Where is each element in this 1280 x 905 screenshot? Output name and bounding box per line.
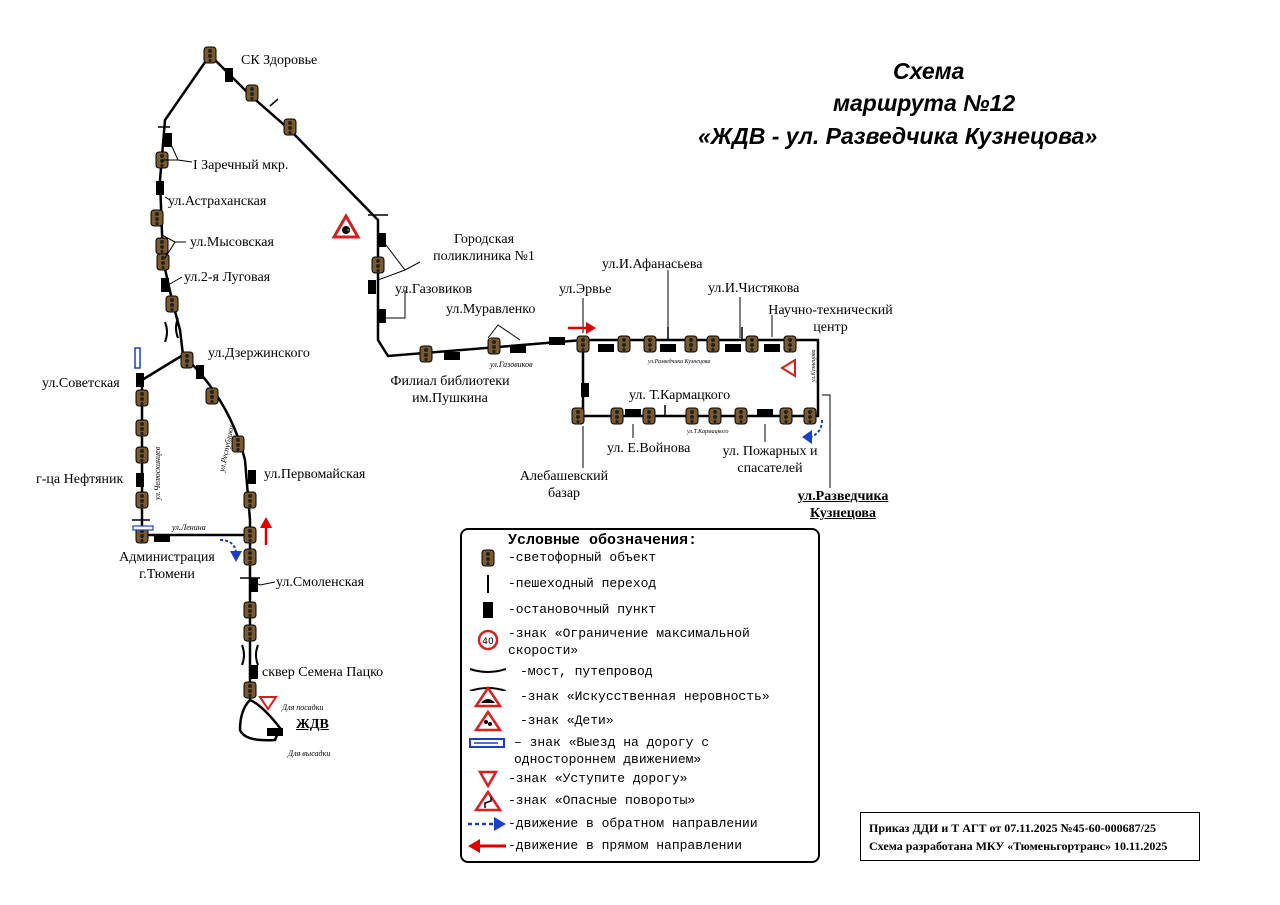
children-sign-icon: [473, 710, 503, 732]
stop-label-kuznetsova: ул.Разведчика Кузнецова: [797, 489, 889, 521]
legend-item: -движение в прямом направлении: [462, 835, 818, 857]
legend-item: -знак «Дети»: [462, 710, 818, 732]
legend-item: -светофорный объект: [462, 547, 818, 569]
stop-label-karmatskogo: ул. Т.Кармацкого: [629, 388, 731, 403]
stop-label-astrakhanskaya: ул.Астраханская: [168, 194, 267, 209]
stop-label-alebashevsky: Алебашевский базар: [519, 469, 609, 501]
yield-sign-icon: [477, 770, 499, 789]
bridge: [164, 317, 259, 666]
label-alighting: Для высадки: [287, 749, 330, 758]
legend-item: -знак «Искусственная неровность»: [462, 686, 818, 708]
dangerous-curves-icon: [473, 790, 503, 812]
legend-title: Условные обозначения:: [508, 532, 698, 549]
svg-text:⚈: ⚈: [341, 224, 351, 237]
legend-item: -мост, путепровод: [462, 661, 818, 691]
order-line-1: Приказ ДДИ и Т АГТ от 07.11.2025 №45-60-…: [869, 821, 1157, 835]
svg-text:40: 40: [482, 637, 494, 647]
stop-label-administration: Администрация г.Тюмени: [119, 550, 215, 582]
forward-direction-arrow-icon: [260, 322, 596, 545]
stop-label-neftyanik: г-ца Нефтяник: [36, 472, 124, 487]
stop-label-afanasyeva: ул.И.Афанасьева: [602, 257, 703, 272]
label-boarding: Для посадки: [281, 703, 323, 712]
map-title-line1: Схема: [893, 58, 965, 84]
stop-label-dzerzhinskogo: ул.Дзержинского: [208, 346, 310, 361]
stop-label-lugovaya: ул.2-я Луговая: [184, 270, 271, 285]
street-label-kuznetsova-vertical: ул.Кузнецова: [811, 349, 817, 383]
stop-label-patsko: сквер Семена Пацко: [262, 665, 384, 680]
stop-label-pervomayskaya: ул.Первомайская: [264, 467, 366, 482]
legend: Условные обозначения: -светофорный объек…: [460, 528, 820, 863]
order-line-2: Схема разработана МКУ «Тюменьгортранс» 1…: [869, 839, 1168, 853]
stop-label-sovetskaya: ул.Советская: [42, 376, 120, 391]
forward-direction-arrow-icon: [468, 839, 506, 853]
map-title-line3: «ЖДВ - ул. Разведчика Кузнецова»: [698, 123, 1098, 149]
speed-bump-sign-icon: [473, 686, 503, 708]
one-way-sign-icon: [132, 347, 154, 531]
reverse-direction-arrow-icon: [468, 817, 506, 831]
yield-sign-icon: [258, 358, 796, 711]
legend-item: -остановочный пункт: [462, 599, 818, 621]
bus-stop-icon: [483, 602, 493, 618]
stop-label-polyclinic: Городская поликлиника №1: [433, 232, 535, 264]
legend-item: – знак «Выезд на дорогу с одностороннем …: [462, 732, 818, 768]
legend-item: -движение в обратном направлении: [462, 813, 818, 835]
legend-item: 40 -знак «Ограничение максимальной скоро…: [462, 623, 818, 659]
legend-item: -знак «Опасные повороты»: [462, 790, 818, 812]
children-sign-icon: ⚈: [331, 212, 361, 239]
crosswalk-icon: [487, 575, 489, 593]
stop-label-voynova: ул. Е.Войнова: [607, 441, 691, 456]
stop-label-muravlenko: ул.Муравленко: [446, 302, 536, 317]
leader-lines: [161, 141, 831, 586]
legend-item: -знак «Уступите дорогу»: [462, 768, 818, 790]
stop-label-gazovikov: ул.Газовиков: [395, 282, 473, 297]
map-title-line2: маршрута №12: [833, 90, 1016, 116]
stop-label-zarechny: I Заречный мкр.: [193, 158, 289, 173]
street-label-lenina: ул.Ленина: [171, 523, 206, 532]
stop-label-chistyakova: ул.И.Чистякова: [708, 281, 800, 296]
street-label-chelyuskintsev: ул.Челюскинцев: [153, 446, 162, 501]
traffic-light-icon: [481, 549, 495, 567]
stop-label-smolenskaya: ул.Смоленская: [276, 575, 365, 590]
speed-limit-icon: 40: [477, 629, 499, 651]
stop-label-firefighters: ул. Пожарных и спасателей: [722, 444, 818, 476]
stop-label-science-center: Научно-технический центр: [768, 303, 893, 335]
street-label-gazovikov-small: ул.Газовиков: [489, 360, 533, 369]
stop-label-mysovskaya: ул.Мысовская: [190, 235, 274, 250]
stop-label-zhdv: ЖДВ: [296, 717, 329, 732]
stop-label-zdorovye: СК Здоровье: [241, 53, 318, 68]
legend-item: -пешеходный переход: [462, 573, 818, 595]
one-way-sign-icon: [469, 738, 505, 748]
street-label-karmatskogo-small: ул.Т.Кармацкого: [686, 429, 729, 435]
reverse-direction-arrow-icon: [219, 419, 823, 562]
order-info-box: Приказ ДДИ и Т АГТ от 07.11.2025 №45-60-…: [860, 812, 1200, 861]
street-label-razvedchika: ул.Разведчика Кузнецова: [647, 358, 711, 365]
stop-label-library: Филиал библиотеки им.Пушкина: [390, 374, 510, 406]
stop-label-ervye: ул.Эрвье: [559, 282, 612, 297]
